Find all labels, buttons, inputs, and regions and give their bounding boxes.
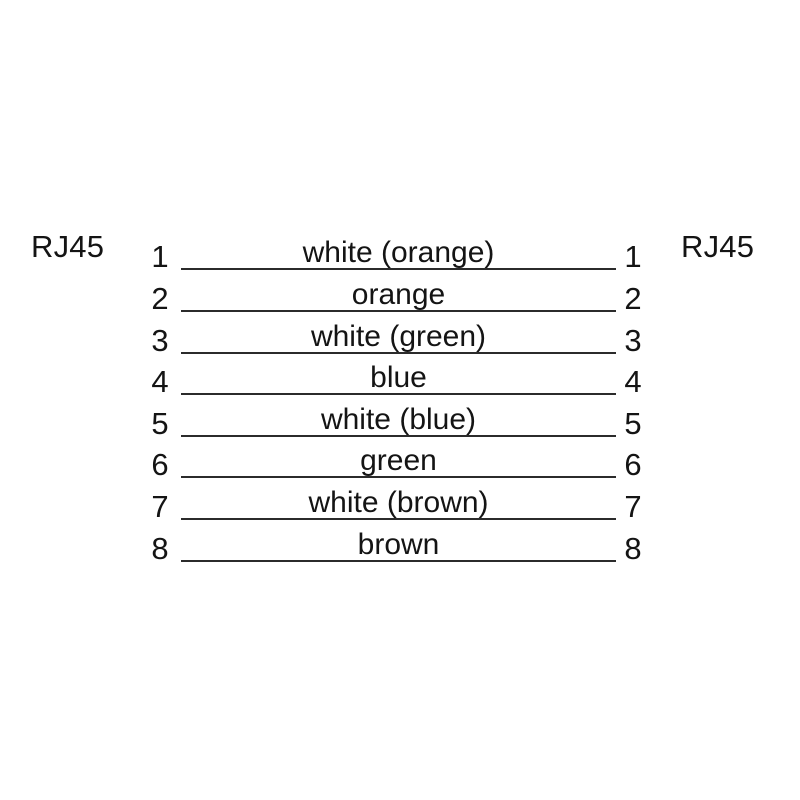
wire-connection-line <box>181 352 616 354</box>
wire-color-label: brown <box>357 528 440 561</box>
pin-number-left: 1 <box>151 239 169 274</box>
wire-color-label: white (brown) <box>308 486 489 519</box>
wire-color-label: green <box>360 444 437 477</box>
pin-number-left: 3 <box>151 323 169 358</box>
pin-number-left: 6 <box>151 447 169 482</box>
pin-number-right: 4 <box>624 364 642 399</box>
pin-number-left: 7 <box>151 489 169 524</box>
pin-number-right: 2 <box>624 281 642 316</box>
pin-number-right: 3 <box>624 323 642 358</box>
wire-connection-line <box>181 560 616 562</box>
wire-connection-line <box>181 476 616 478</box>
pin-number-left: 2 <box>151 281 169 316</box>
wire-connection-line <box>181 310 616 312</box>
pin-number-left: 4 <box>151 364 169 399</box>
connector-label-right: RJ45 <box>681 229 755 264</box>
connector-label-left: RJ45 <box>31 229 105 264</box>
pin-number-right: 7 <box>624 489 642 524</box>
wire-connection-line <box>181 393 616 395</box>
wire-color-label: orange <box>351 278 446 311</box>
pin-number-right: 8 <box>624 531 642 566</box>
pin-number-right: 1 <box>624 239 642 274</box>
pin-number-right: 5 <box>624 406 642 441</box>
wire-color-label: white (blue) <box>320 403 477 436</box>
pin-number-left: 5 <box>151 406 169 441</box>
wire-color-label: blue <box>370 361 427 394</box>
pin-number-right: 6 <box>624 447 642 482</box>
pin-number-left: 8 <box>151 531 169 566</box>
wire-connection-line <box>181 268 616 270</box>
wire-color-label: white (orange) <box>302 236 495 269</box>
wire-connection-line <box>181 435 616 437</box>
wire-color-label: white (green) <box>310 320 487 353</box>
wire-connection-line <box>181 518 616 520</box>
